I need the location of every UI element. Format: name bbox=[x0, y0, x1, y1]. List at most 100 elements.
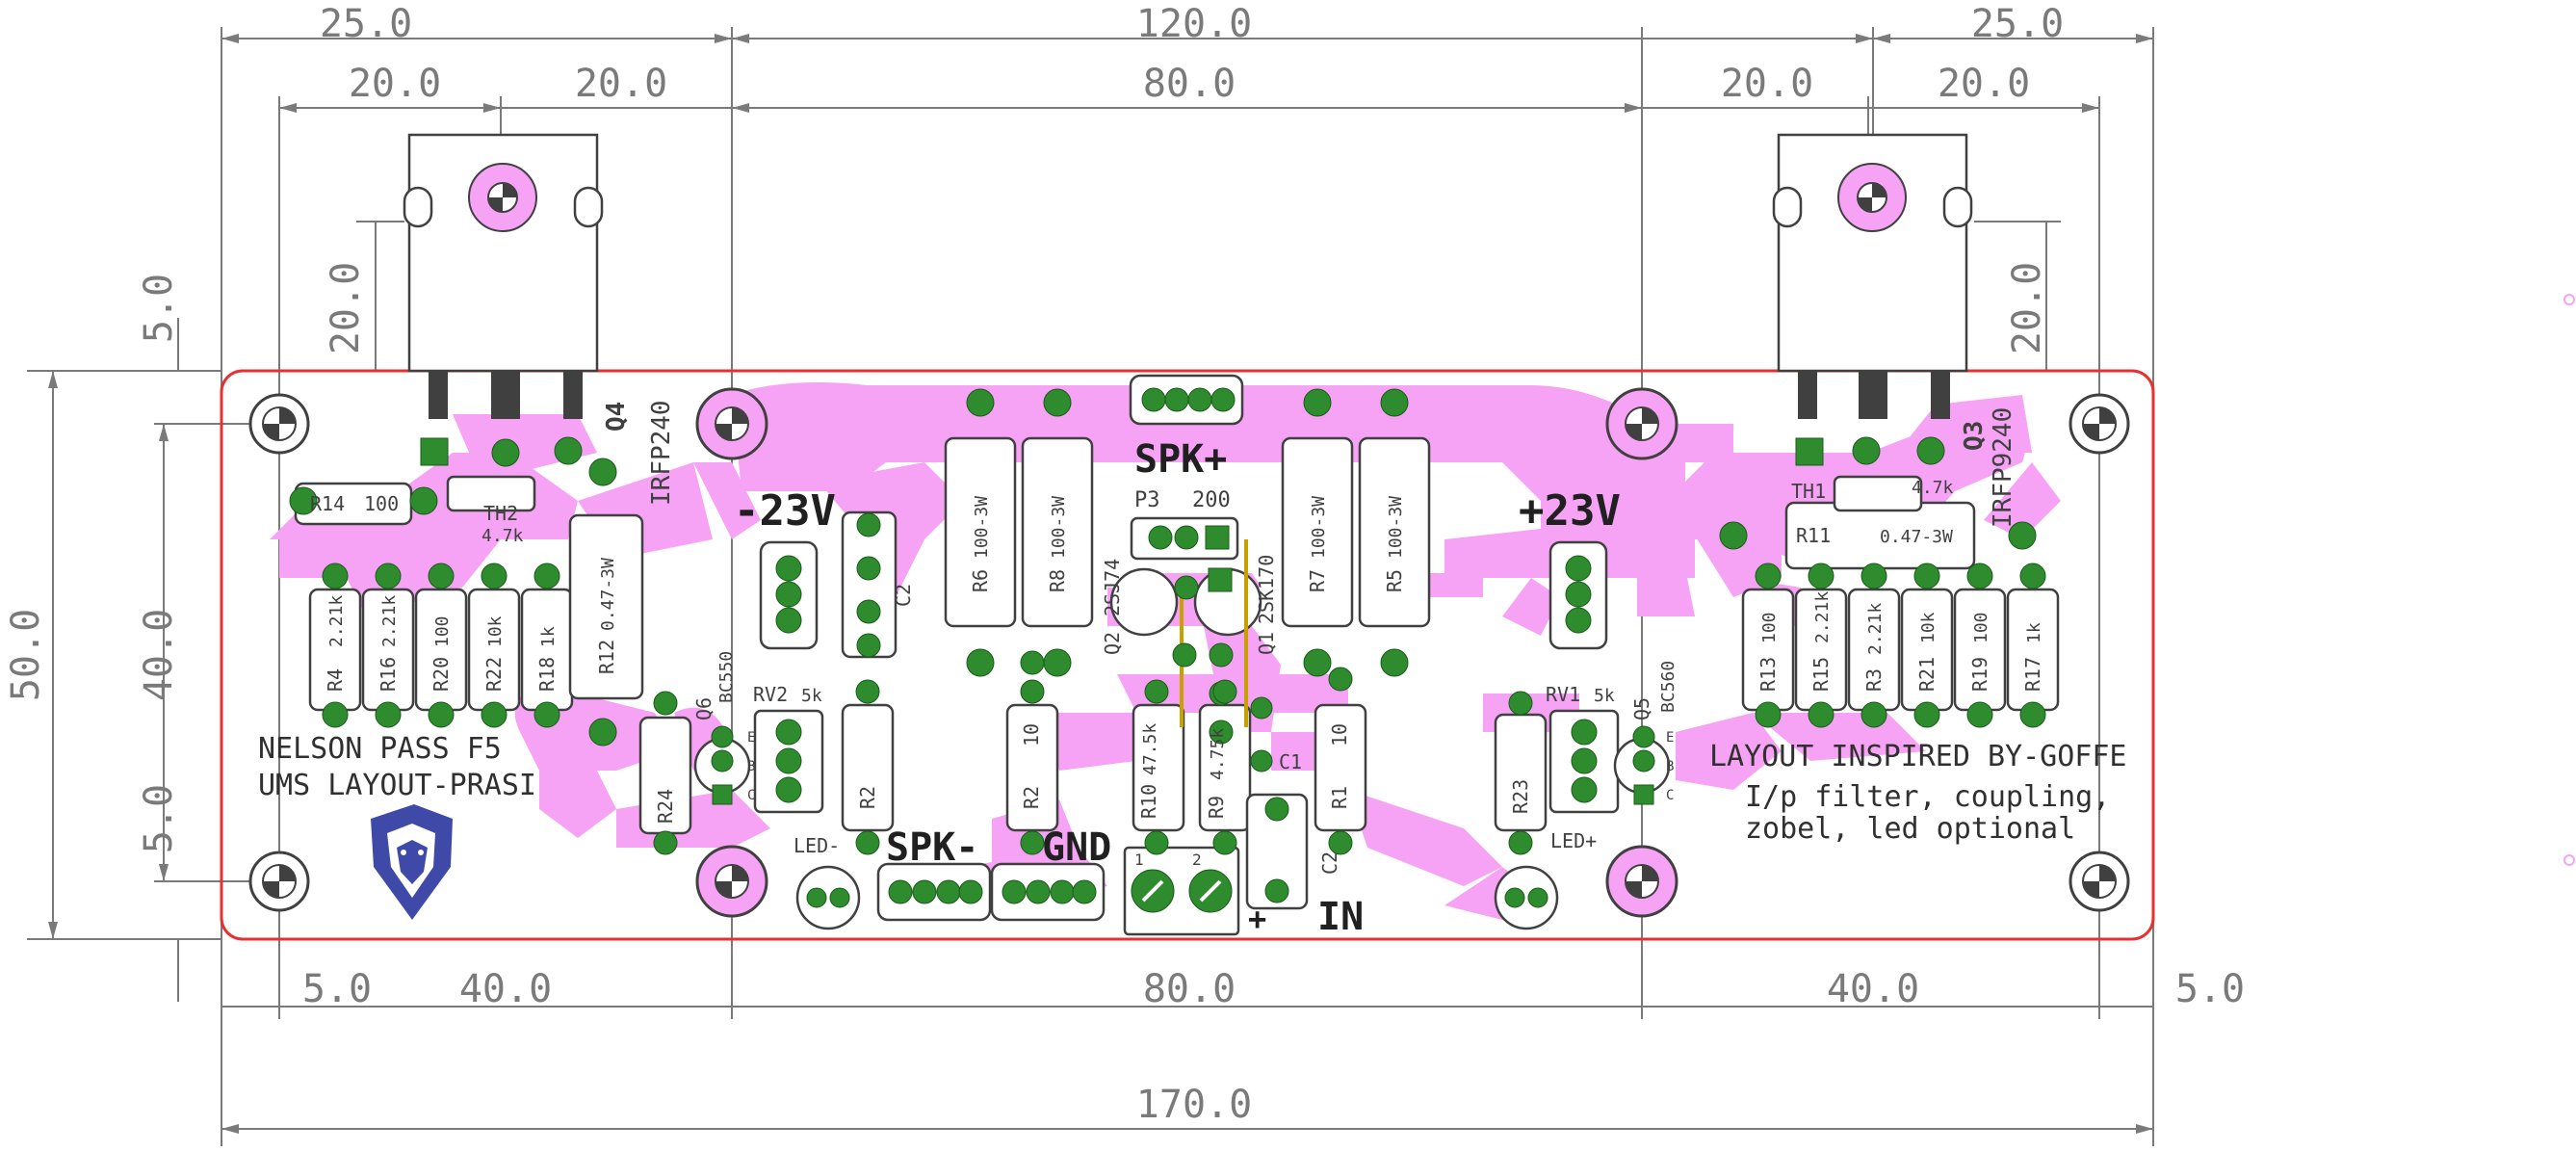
q5-pin-e: E bbox=[1666, 730, 1674, 746]
mounting-holes bbox=[248, 387, 2130, 918]
q2-part-label: 2SJ74 bbox=[1101, 559, 1124, 616]
r17-label: R17 bbox=[2021, 657, 2044, 692]
heatsink-left bbox=[403, 133, 604, 419]
r8-label: R8 bbox=[1046, 569, 1069, 592]
mounting-hole-br bbox=[2069, 851, 2130, 912]
led-minus-label: LED- bbox=[794, 834, 840, 857]
dim-center-120: 120.0 bbox=[1136, 2, 1252, 46]
r11-label: R11 bbox=[1796, 524, 1831, 547]
q3-part-label: IRFP9240 bbox=[1989, 407, 2017, 528]
dim-left-25: 25.0 bbox=[320, 2, 412, 46]
spk-minus-label: SPK- bbox=[886, 825, 978, 870]
r6-value: 100-3W bbox=[972, 496, 992, 559]
q6-pin-e: E bbox=[747, 730, 755, 746]
th1-label: TH1 bbox=[1791, 480, 1826, 503]
r13-value: 100 bbox=[1759, 612, 1780, 643]
mounting-hole-cr-bottom bbox=[1605, 845, 1678, 918]
gnd-label: GND bbox=[1042, 825, 1111, 870]
q6-pin-b: B bbox=[747, 759, 755, 774]
note-line-2: zobel, led optional bbox=[1745, 812, 2075, 846]
q3-label: Q3 bbox=[1960, 421, 1989, 451]
r3-label: R3 bbox=[1862, 668, 1886, 692]
r10-label: R10 bbox=[1137, 784, 1160, 819]
r14-value: 100 bbox=[364, 492, 399, 515]
r5-label: R5 bbox=[1383, 569, 1406, 592]
r21-value: 10k bbox=[1918, 612, 1939, 643]
heatsink-right bbox=[1772, 133, 1973, 419]
c2-right-label: C2 bbox=[1318, 851, 1341, 875]
dimension-arrows bbox=[48, 34, 2153, 1134]
r18-label: R18 bbox=[535, 657, 559, 692]
r17-value: 1k bbox=[2024, 622, 2044, 643]
r21-label: R21 bbox=[1915, 657, 1939, 692]
dim-bottom-5-right: 5.0 bbox=[2175, 967, 2245, 1011]
th2-label: TH2 bbox=[483, 502, 518, 525]
dim-top-5: 5.0 bbox=[137, 274, 181, 343]
r23-label: R23 bbox=[1509, 779, 1532, 814]
component-labels: Q4 IRFP240 Q3 IRFP9240 TH2 4.7k TH1 4.7k… bbox=[310, 400, 2044, 875]
q4-label: Q4 bbox=[602, 402, 631, 432]
r19-label: R19 bbox=[1968, 657, 1991, 692]
r12-value: 0.47-3W bbox=[598, 558, 618, 631]
connectors bbox=[446, 374, 1923, 936]
r9-label: R9 bbox=[1205, 796, 1228, 819]
r20-value: 100 bbox=[432, 615, 453, 647]
dim-bottom-5-left: 5.0 bbox=[302, 967, 372, 1011]
r15-label: R15 bbox=[1809, 657, 1833, 692]
r2-left-label: R2 bbox=[856, 786, 879, 809]
mounting-hole-tl bbox=[248, 393, 310, 455]
mounting-hole-cl-top bbox=[695, 387, 768, 460]
led-plus-label: LED+ bbox=[1550, 829, 1597, 852]
marker-circle bbox=[2563, 854, 2575, 866]
q5-pin-c: C bbox=[1666, 788, 1674, 803]
rv2-label: RV2 bbox=[753, 683, 788, 706]
dim-bottom-5: 5.0 bbox=[137, 784, 181, 853]
dim-bottom-40-right: 40.0 bbox=[1827, 967, 1919, 1011]
r16-value: 2.21k bbox=[379, 595, 400, 647]
r19-value: 100 bbox=[1971, 612, 1991, 643]
input-terminal-slots bbox=[1141, 879, 1222, 903]
pads bbox=[289, 387, 2046, 913]
mounting-hole-bl bbox=[248, 851, 310, 912]
th1-value: 4.7k bbox=[1912, 478, 1954, 498]
p3-value: 200 bbox=[1192, 488, 1231, 512]
r5-value: 100-3W bbox=[1386, 496, 1406, 559]
q2-label: Q2 bbox=[1101, 632, 1124, 655]
r8-value: 100-3W bbox=[1049, 496, 1069, 559]
resistor-array-right bbox=[1741, 501, 2060, 712]
r22-label: R22 bbox=[482, 657, 506, 692]
r18-value: 1k bbox=[538, 626, 559, 647]
dim-height-50: 50.0 bbox=[4, 609, 48, 701]
q1-part-label: 2SK170 bbox=[1255, 555, 1278, 624]
c2-left-label: C2 bbox=[892, 584, 915, 607]
mounting-hole-tr bbox=[2069, 393, 2130, 455]
resistor-array-left bbox=[308, 513, 644, 712]
r16-label: R16 bbox=[377, 657, 400, 692]
rv1-value: 5k bbox=[1594, 686, 1615, 706]
credit-line-1: NELSON PASS F5 bbox=[258, 732, 502, 766]
r11-value: 0.47-3W bbox=[1880, 527, 1953, 547]
rv2-value: 5k bbox=[801, 686, 822, 706]
in-pin2-label: 2 bbox=[1192, 851, 1202, 869]
board-outline bbox=[220, 369, 2155, 941]
q1-label: Q1 bbox=[1255, 632, 1278, 655]
plus-23v-label: +23V bbox=[1519, 486, 1621, 536]
dim-heatsink-left: 20.0 bbox=[324, 262, 368, 354]
r1-label: R1 bbox=[1328, 786, 1351, 809]
power-resistors bbox=[944, 436, 1431, 628]
r2-mid-label: R2 bbox=[1020, 786, 1043, 809]
mounting-hole-cr-top bbox=[1605, 387, 1678, 460]
c1-label: C1 bbox=[1279, 750, 1302, 773]
lion-logo bbox=[371, 804, 453, 920]
dim-top-center: 80.0 bbox=[1143, 62, 1236, 106]
dim-top-left-b: 20.0 bbox=[575, 62, 667, 106]
r15-value: 2.21k bbox=[1812, 591, 1833, 643]
r1-value: 10 bbox=[1328, 723, 1351, 746]
inspired-label: LAYOUT INSPIRED BY-GOFFE bbox=[1709, 740, 2126, 773]
marker-circle bbox=[2563, 294, 2575, 305]
dim-top-left-a: 20.0 bbox=[349, 62, 441, 106]
note-line-1: I/p filter, coupling, bbox=[1745, 780, 2110, 814]
r24-label: R24 bbox=[654, 789, 677, 824]
r4-value: 2.21k bbox=[326, 595, 347, 647]
